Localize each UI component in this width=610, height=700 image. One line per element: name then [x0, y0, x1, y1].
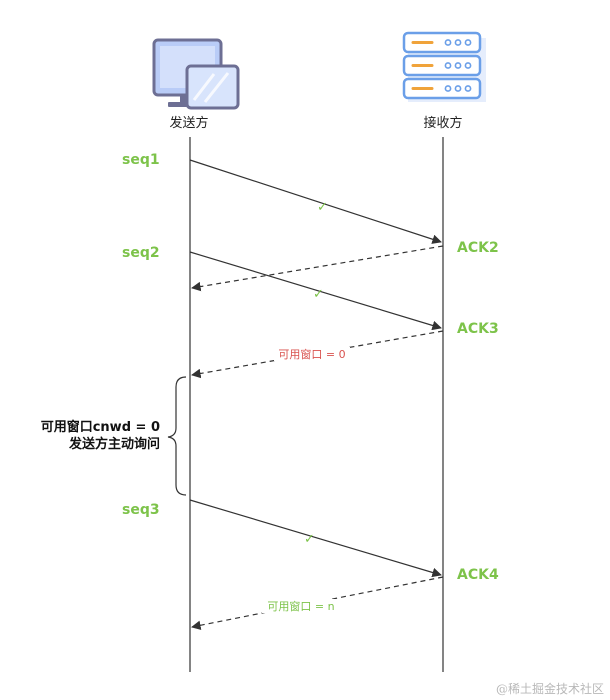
ack4-label: ACK4 [457, 567, 499, 583]
ack2-arrow [191, 245, 444, 292]
seq3-label: seq3 [122, 502, 160, 518]
sender-label: 发送方 [169, 115, 208, 131]
seq2-check-icon: ✓ [313, 287, 324, 302]
seq1-label: seq1 [122, 152, 160, 168]
seq3-arrow [189, 499, 442, 578]
note-line1: 可用窗口cnwd = 0 [41, 419, 160, 435]
computer-icon [152, 38, 240, 110]
window-n-label: 可用窗口 = n [267, 599, 334, 613]
receiver-label: 接收方 [423, 115, 462, 131]
ack3-label: ACK3 [457, 321, 499, 337]
seq2-label: seq2 [122, 245, 160, 261]
watermark: @稀土掘金技术社区 [496, 681, 604, 696]
window-zero-label: 可用窗口 = 0 [278, 347, 345, 361]
note-line2: 发送方主动询问 [68, 436, 160, 452]
server-icon [402, 31, 486, 102]
seq1-check-icon: ✓ [317, 200, 328, 215]
seq2-arrow [189, 251, 442, 331]
window-probe-brace [167, 376, 187, 496]
seq3-check-icon: ✓ [304, 532, 315, 547]
ack2-label: ACK2 [457, 240, 499, 256]
seq1-arrow [189, 159, 442, 244]
